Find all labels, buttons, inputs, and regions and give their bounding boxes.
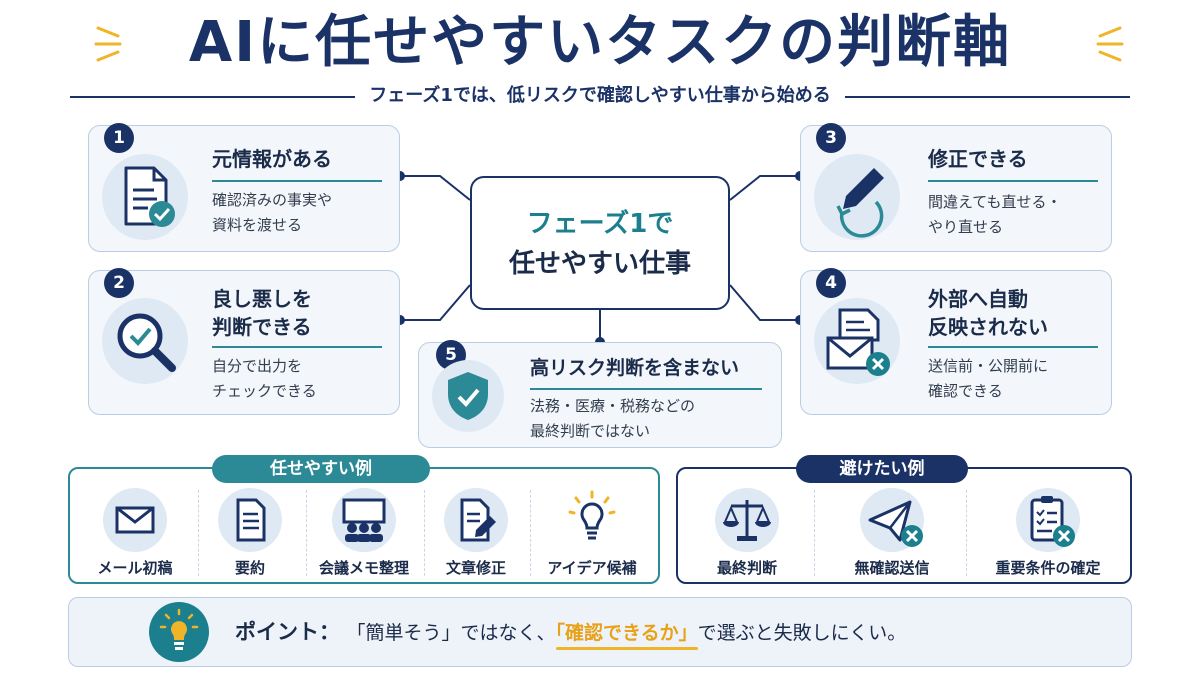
good-example-item: 要約 — [200, 488, 300, 578]
card-title-2b: 判断できる — [212, 315, 312, 339]
avoid-examples-label: 避けたい例 — [796, 455, 968, 483]
paper-plane-block-icon — [860, 488, 924, 552]
shield-check-icon — [432, 360, 504, 432]
good-examples-label: 任せやすい例 — [212, 455, 430, 483]
card-number-1: 1 — [104, 123, 134, 153]
scales-icon — [715, 488, 779, 552]
card-desc-1a: 確認済みの事実や — [212, 191, 333, 209]
sparkle-left-icon — [94, 26, 122, 62]
card-title-4a: 外部へ自動 — [928, 287, 1028, 311]
avoid-example-item: 最終判断 — [692, 488, 802, 578]
card-desc-2b: チェックできる — [212, 382, 317, 400]
point-bar: ポイント： 「簡単そう」ではなく、「確認できるか」で選ぶと失敗しにくい。 — [68, 597, 1132, 667]
magnifier-check-icon — [102, 298, 188, 384]
sparkle-right-icon — [1096, 26, 1124, 62]
avoid-example-item: 重要条件の確定 — [978, 488, 1118, 578]
mail-block-icon — [814, 298, 900, 384]
card-desc-2a: 自分で出力を — [212, 357, 303, 375]
point-label: ポイント： — [235, 620, 340, 644]
center-box: フェーズ1で 任せやすい仕事 — [470, 176, 730, 310]
card-desc-4a: 送信前・公開前に — [928, 357, 1049, 375]
card-desc-4b: 確認できる — [928, 382, 1003, 400]
card-desc-3a: 間違えても直せる・ — [928, 193, 1062, 211]
card-desc-1b: 資料を渡せる — [212, 216, 303, 234]
mail-icon — [103, 488, 167, 552]
good-example-item: 会議メモ整理 — [308, 488, 420, 578]
pencil-redo-icon — [814, 154, 900, 240]
good-example-label-2: 要約 — [234, 559, 265, 577]
good-example-label-1: メール初稿 — [97, 559, 173, 577]
good-example-label-4: 文章修正 — [445, 559, 506, 577]
card-title-3: 修正できる — [928, 147, 1028, 171]
page-title: AIに任せやすいタスクの判断軸 — [188, 10, 1012, 75]
card-desc-3b: やり直せる — [928, 218, 1004, 236]
lightbulb-icon — [560, 488, 624, 552]
card-desc-5a: 法務・医療・税務などの — [530, 397, 696, 415]
card-number-3: 3 — [816, 123, 846, 153]
lightbulb-point-icon — [149, 602, 209, 662]
meeting-icon — [332, 488, 396, 552]
point-text: ポイント： 「簡単そう」ではなく、「確認できるか」で選ぶと失敗しにくい。 — [235, 618, 906, 647]
good-example-item: 文章修正 — [426, 488, 526, 578]
card-number-2: 2 — [104, 268, 134, 298]
good-example-item: アイデア候補 — [534, 488, 650, 578]
avoid-example-item: 無確認送信 — [836, 488, 948, 578]
good-example-label-5: アイデア候補 — [547, 559, 637, 577]
avoid-example-label-1: 最終判断 — [716, 559, 777, 577]
good-example-label-3: 会議メモ整理 — [318, 559, 409, 577]
card-title-4b: 反映されない — [928, 315, 1048, 339]
center-line-1: フェーズ1で — [526, 209, 674, 239]
card-desc-5b: 最終判断ではない — [530, 422, 651, 440]
card-title-1: 元情報がある — [212, 147, 332, 171]
avoid-example-label-3: 重要条件の確定 — [995, 559, 1101, 577]
subtitle: フェーズ1では、低リスクで確認しやすい仕事から始める — [355, 85, 845, 106]
checklist-block-icon — [1016, 488, 1080, 552]
card-title-5: 高リスク判断を含まない — [530, 357, 740, 379]
card-number-4: 4 — [816, 268, 846, 298]
edit-document-icon — [444, 488, 508, 552]
good-examples-panel — [68, 467, 660, 584]
point-highlight: 「確認できるか」 — [555, 622, 698, 644]
good-example-item: メール初稿 — [80, 488, 190, 578]
avoid-example-label-2: 無確認送信 — [854, 559, 930, 577]
document-icon — [218, 488, 282, 552]
subtitle-row: フェーズ1では、低リスクで確認しやすい仕事から始める — [70, 84, 1130, 108]
card-title-2a: 良し悪しを — [212, 287, 312, 311]
center-line-2: 任せやすい仕事 — [508, 249, 691, 279]
point-pre: 「簡単そう」ではなく、 — [356, 622, 556, 644]
point-post: で選ぶと失敗しにくい。 — [697, 622, 907, 644]
document-check-icon — [102, 154, 188, 240]
